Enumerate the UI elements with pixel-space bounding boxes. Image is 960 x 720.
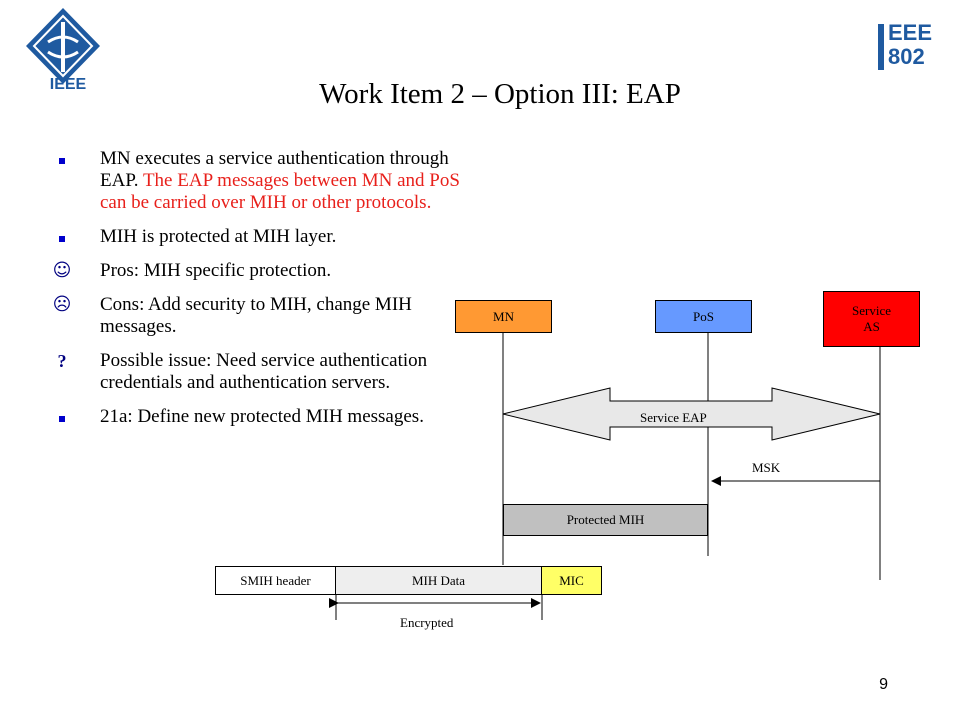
bullet-text: MIH is protected at MIH layer. [100,226,337,247]
bullet-text: MN executes a service authentication thr… [100,148,449,191]
protected-mih-box: Protected MIH [503,504,708,536]
service-eap-arrow [502,387,881,441]
bullet-item: MN executes a service authentication thr… [52,148,472,214]
bullet-text: Cons: Add security to MIH, change MIH me… [100,294,412,337]
msk-label: MSK [752,460,781,475]
bullet-item: ☺ Pros: MIH specific protection. [52,260,472,282]
ieee-wordmark: IEEE [49,76,87,93]
pos-entity-box: PoS [655,300,752,333]
ieee-802-logo-icon: EEE 802 [876,20,938,74]
mic-cell: MIC [541,566,602,595]
square-bullet-icon [52,406,72,428]
page-number: 9 [879,676,888,693]
service-eap-label: Service EAP [640,410,707,425]
bullet-item: ? Possible issue: Need service authentic… [52,350,472,394]
bullet-item: ☹ Cons: Add security to MIH, change MIH … [52,294,472,338]
ieee-logo-icon [8,4,118,104]
bullet-item: 21a: Define new protected MIH messages. [52,406,472,428]
frowning-face-icon: ☹ [52,294,72,315]
square-bullet-icon [52,148,72,170]
encrypted-label: Encrypted [400,615,454,630]
bullet-item: MIH is protected at MIH layer. [52,226,472,248]
service-as-entity-box: Service AS [823,291,920,347]
bullet-text: Possible issue: Need service authenticat… [100,350,428,393]
smiley-face-icon: ☺ [52,260,72,281]
square-bullet-icon [52,226,72,248]
mih-data-cell: MIH Data [335,566,542,595]
mn-entity-box: MN [455,300,552,333]
question-mark-icon: ? [57,351,67,371]
bullet-text-highlight: The EAP messages between MN and PoS can … [100,170,460,213]
bullet-list: MN executes a service authentication thr… [52,148,472,440]
bullet-text: 21a: Define new protected MIH messages. [100,406,424,427]
slide-title: Work Item 2 – Option III: EAP [319,78,681,110]
bullet-text: Pros: MIH specific protection. [100,260,332,281]
smih-header-cell: SMIH header [215,566,336,595]
